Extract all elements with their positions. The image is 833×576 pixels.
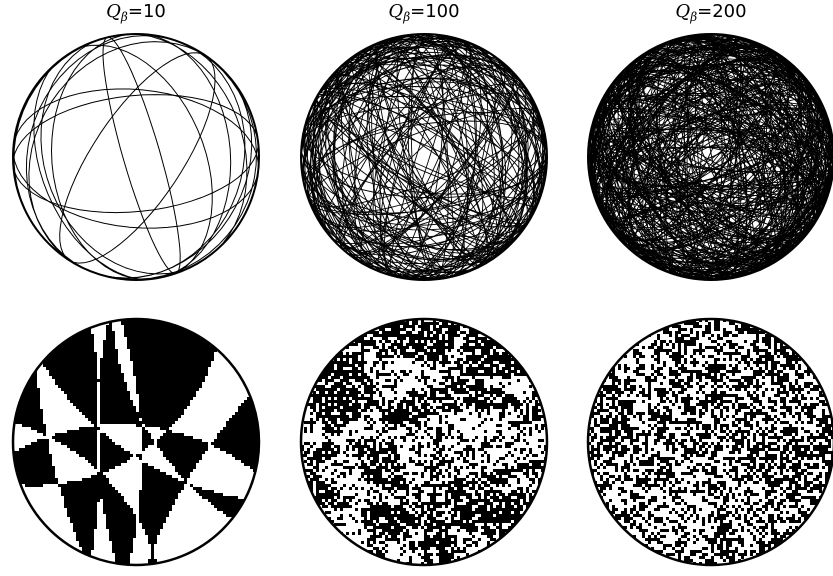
trajectory-panel-10 (13, 34, 259, 280)
trajectory-panel-100 (301, 34, 547, 280)
trajectory-panel-200 (588, 34, 833, 280)
